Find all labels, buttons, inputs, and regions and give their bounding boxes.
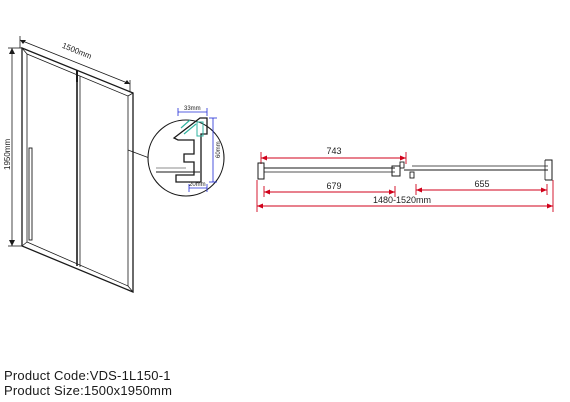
door-dim-label: 743 bbox=[326, 146, 341, 156]
height-dimension bbox=[8, 47, 22, 247]
product-code-value: VDS-1L150-1 bbox=[89, 368, 171, 383]
product-size-line: Product Size:1500x1950mm bbox=[4, 383, 172, 398]
panel-inner-dim-label: 679 bbox=[326, 181, 341, 191]
detail-side-label: 60mm bbox=[216, 141, 222, 158]
door-handle bbox=[28, 147, 33, 241]
profile-detail: 33mm 60mm 20mm bbox=[156, 106, 222, 192]
door-handle-plan bbox=[409, 171, 415, 179]
profile-seal bbox=[180, 119, 197, 135]
height-dim-label: 1950mm bbox=[3, 139, 12, 170]
product-size-value: 1500x1950mm bbox=[83, 383, 173, 398]
sliding-roller bbox=[399, 161, 405, 169]
product-size-label: Product Size: bbox=[4, 383, 84, 398]
door-frame-side bbox=[21, 47, 134, 293]
total-dim-label: 1480-1520mm bbox=[373, 195, 431, 205]
product-code-label: Product Code: bbox=[4, 368, 90, 383]
top-view: 743 679 655 1480-1 bbox=[256, 146, 554, 212]
detail-bottom-label: 20mm bbox=[189, 182, 206, 188]
right-wall-profile bbox=[545, 159, 553, 181]
detail-circle bbox=[147, 119, 225, 197]
fixed-dim-label: 655 bbox=[474, 179, 489, 189]
product-code-line: Product Code:VDS-1L150-1 bbox=[4, 368, 171, 383]
sliding-stopper bbox=[391, 165, 401, 177]
width-dimension bbox=[19, 36, 131, 92]
left-wall-profile bbox=[257, 162, 265, 180]
profile-fixing bbox=[196, 121, 204, 137]
detail-top-label: 33mm bbox=[184, 106, 201, 112]
front-view bbox=[21, 47, 134, 293]
profile-section bbox=[172, 117, 208, 183]
